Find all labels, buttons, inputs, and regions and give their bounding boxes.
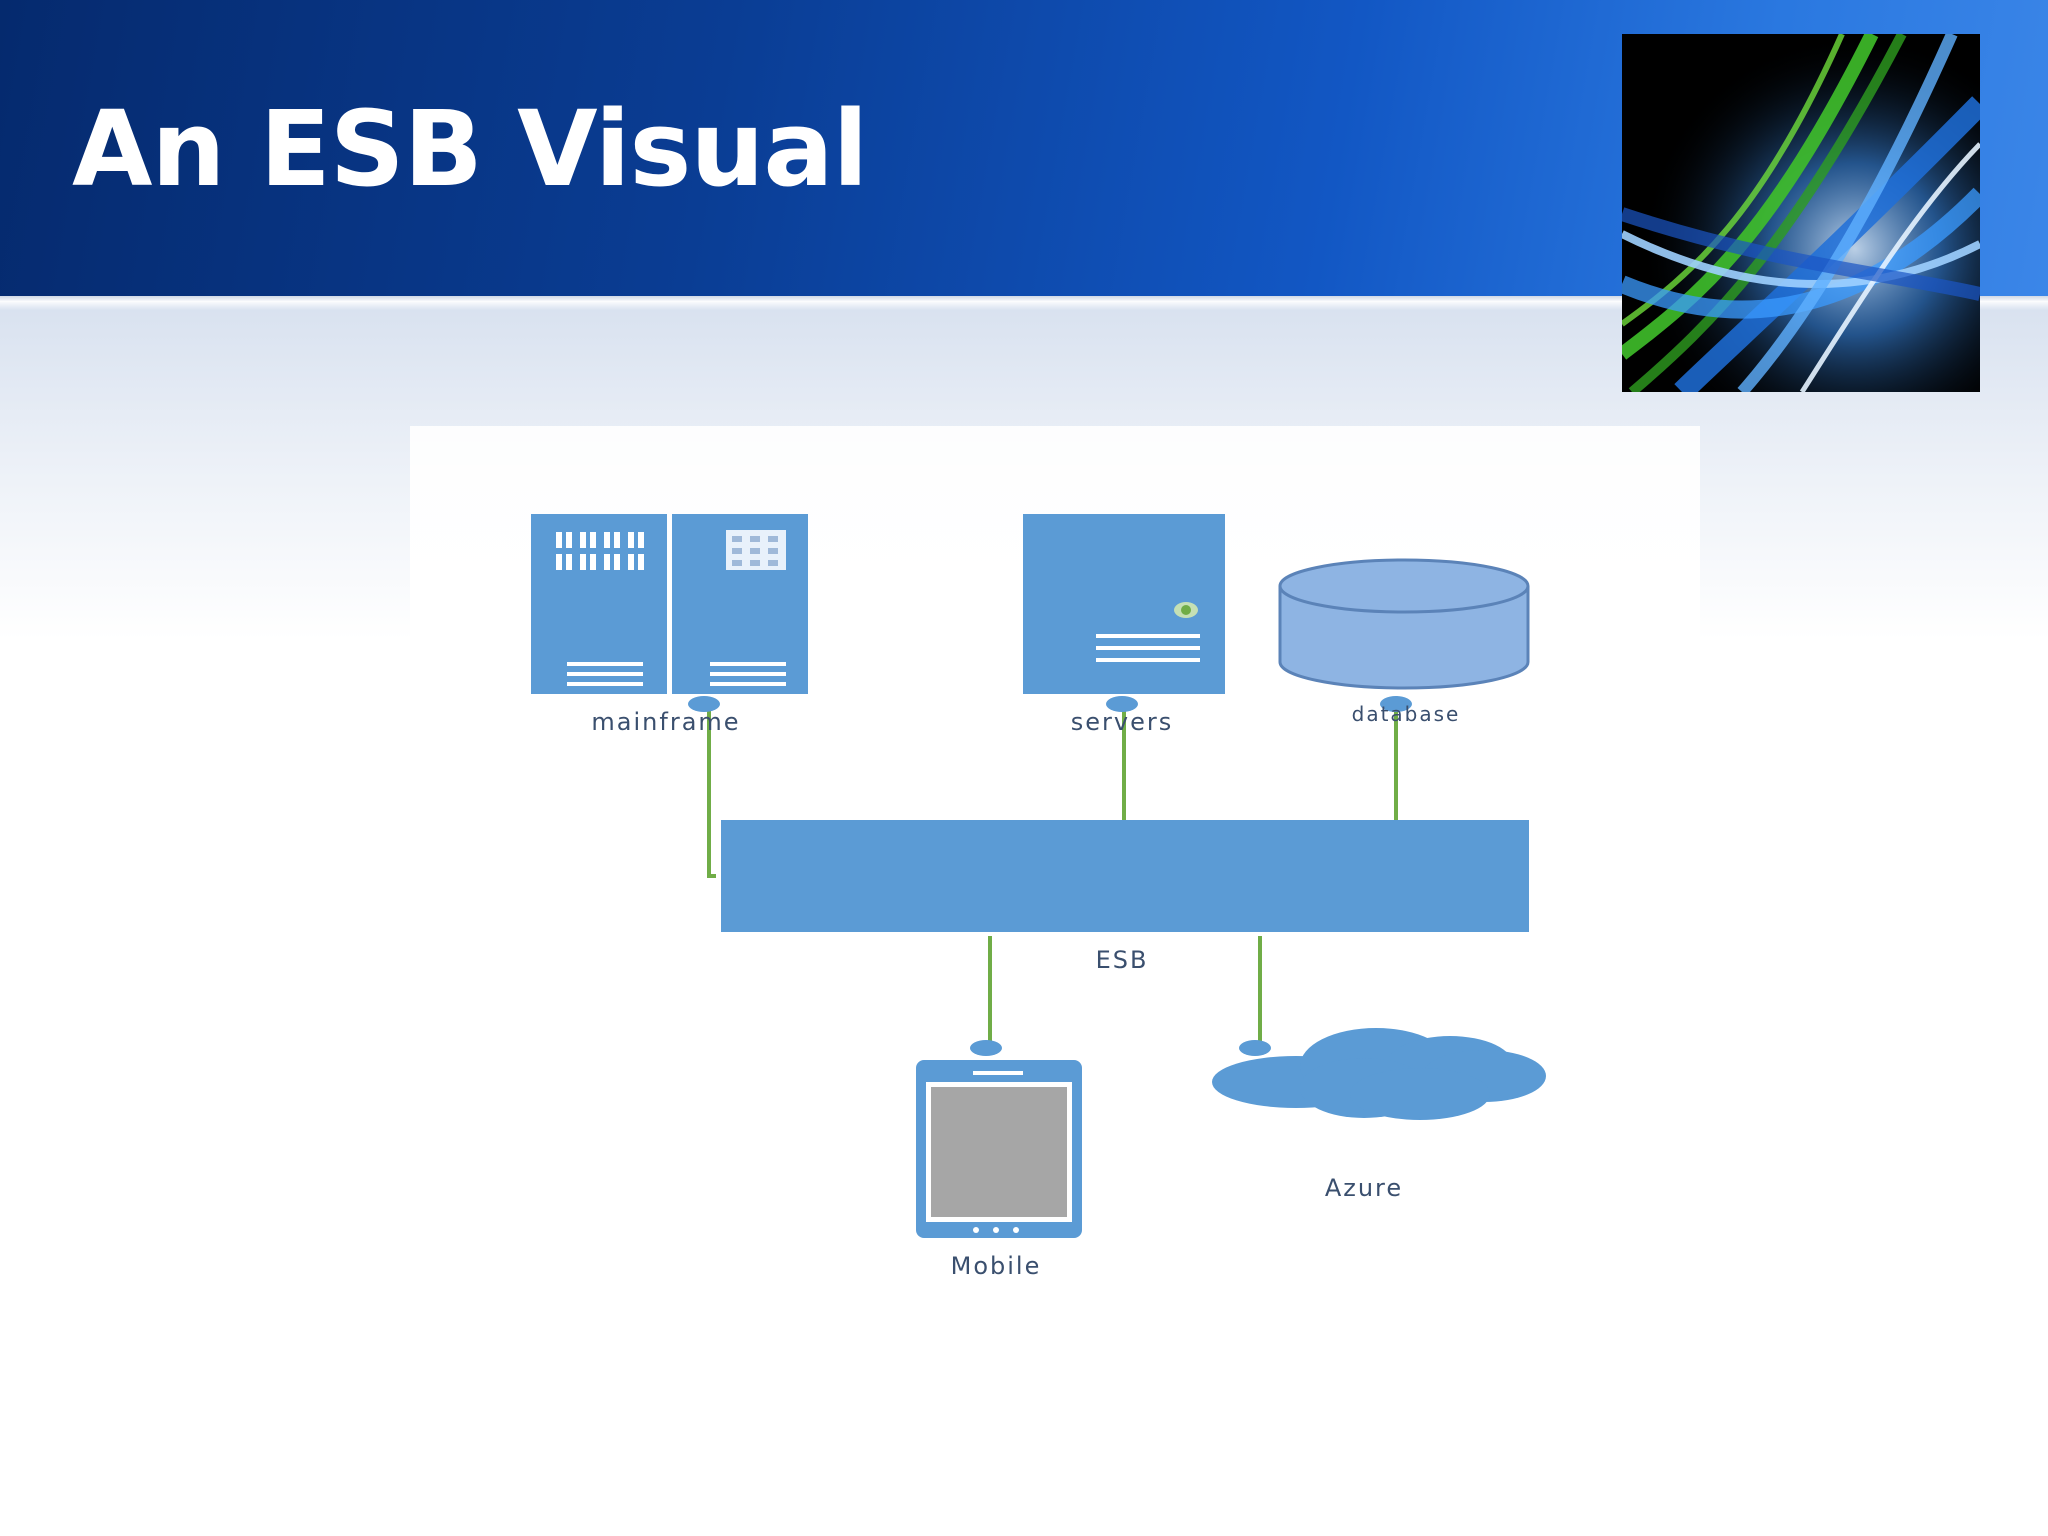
node-label-mainframe: mainframe (591, 708, 741, 736)
node-label-database: database (1351, 702, 1461, 726)
header-divider (0, 296, 2048, 302)
esb-bus-bar (721, 820, 1529, 932)
database-icon (1278, 558, 1530, 712)
mainframe-icon (531, 514, 808, 712)
mainframe-connector (707, 706, 716, 878)
node-label-azure: Azure (1324, 1174, 1404, 1202)
esb-diagram: mainframe servers database ESB Mobile Az… (410, 426, 1700, 1326)
node-label-servers: servers (1070, 708, 1174, 736)
node-label-mobile: Mobile (950, 1252, 1042, 1280)
mobile-phone-icon (916, 1040, 1082, 1238)
abstract-light-streaks-image (1622, 34, 1980, 392)
node-label-esb: ESB (1095, 946, 1149, 974)
server-icon (1023, 514, 1225, 712)
cloud-icon (1212, 1028, 1546, 1120)
slide-title: An ESB Visual (72, 88, 868, 210)
